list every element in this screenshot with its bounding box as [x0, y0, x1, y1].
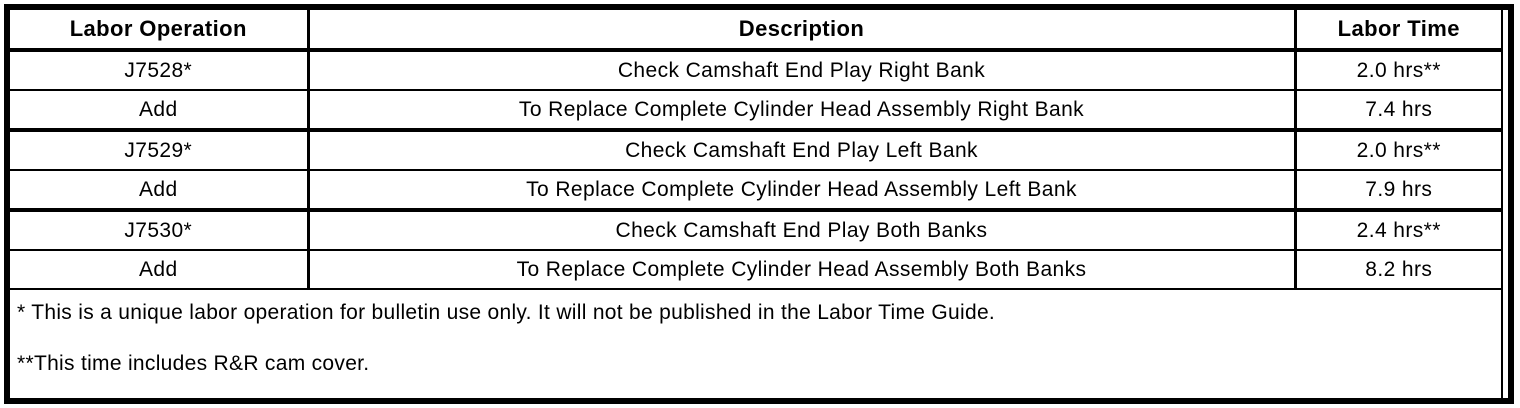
- cell-description: Check Camshaft End Play Left Bank: [306, 130, 1295, 171]
- labor-time-table: Labor Operation Description Labor Time J…: [10, 10, 1501, 290]
- table-row-add-both-banks: Add To Replace Complete Cylinder Head As…: [10, 250, 1501, 290]
- cell-labor-time: 2.4 hrs**: [1293, 210, 1501, 251]
- header-row: Labor Operation Description Labor Time: [10, 10, 1501, 52]
- table-header: Labor Operation Description Labor Time: [10, 10, 1501, 52]
- cell-labor-operation: J7528*: [10, 50, 308, 91]
- table-inner-area: Labor Operation Description Labor Time J…: [10, 10, 1503, 398]
- footnotes-section: * This is a unique labor operation for b…: [10, 290, 1501, 398]
- cell-labor-operation: Add: [10, 170, 308, 212]
- table-body: J7528* Check Camshaft End Play Right Ban…: [10, 50, 1501, 290]
- cell-labor-operation: Add: [10, 250, 308, 290]
- cell-description: To Replace Complete Cylinder Head Assemb…: [306, 170, 1295, 212]
- table-outer-frame: Labor Operation Description Labor Time J…: [4, 4, 1514, 404]
- cell-description: To Replace Complete Cylinder Head Assemb…: [306, 90, 1295, 132]
- table-row-j7530: J7530* Check Camshaft End Play Both Bank…: [10, 210, 1501, 251]
- table-row-add-left-bank: Add To Replace Complete Cylinder Head As…: [10, 170, 1501, 212]
- cell-labor-operation: J7529*: [10, 130, 308, 171]
- cell-description: Check Camshaft End Play Right Bank: [306, 50, 1295, 91]
- cell-labor-time: 2.0 hrs**: [1293, 130, 1501, 171]
- table-row-j7528: J7528* Check Camshaft End Play Right Ban…: [10, 50, 1501, 91]
- cell-description: To Replace Complete Cylinder Head Assemb…: [306, 250, 1295, 290]
- cell-labor-operation: J7530*: [10, 210, 308, 251]
- footnote-rr-cam-cover: **This time includes R&R cam cover.: [17, 352, 370, 375]
- table-row-j7529: J7529* Check Camshaft End Play Left Bank…: [10, 130, 1501, 171]
- table-row-add-right-bank: Add To Replace Complete Cylinder Head As…: [10, 90, 1501, 132]
- cell-labor-operation: Add: [10, 90, 308, 132]
- cell-labor-time: 7.4 hrs: [1293, 90, 1501, 132]
- col-header-description: Description: [306, 10, 1295, 52]
- col-header-labor-operation: Labor Operation: [10, 10, 308, 52]
- footnote-unique-labor-operation: * This is a unique labor operation for b…: [17, 301, 996, 324]
- cell-labor-time: 8.2 hrs: [1293, 250, 1501, 290]
- cell-description: Check Camshaft End Play Both Banks: [306, 210, 1295, 251]
- col-header-labor-time: Labor Time: [1293, 10, 1501, 52]
- cell-labor-time: 7.9 hrs: [1293, 170, 1501, 212]
- cell-labor-time: 2.0 hrs**: [1293, 50, 1501, 91]
